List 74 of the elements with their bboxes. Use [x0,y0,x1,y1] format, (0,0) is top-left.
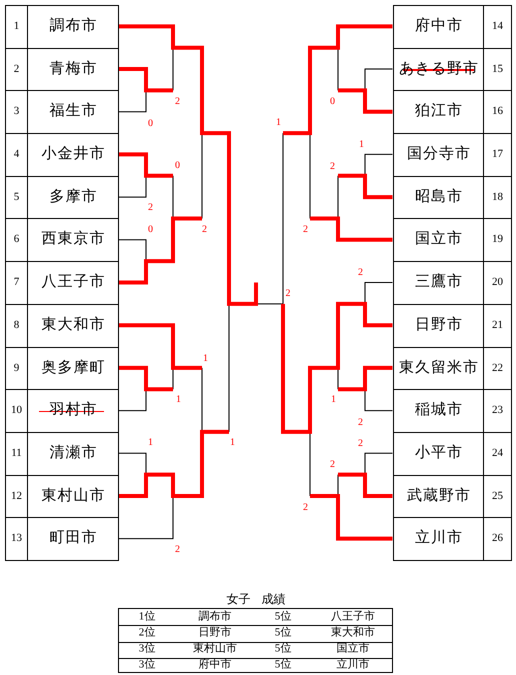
bracket-line [281,302,392,434]
team-name-text: 立川市 [336,660,370,670]
team-name-cell: 調布市 [27,5,118,49]
rank-text: 2位 [138,628,156,638]
score-label: 0 [175,161,180,171]
rank-text: 5位 [274,611,292,622]
score-label: 2 [303,225,308,235]
team-name-text: 調布市 [198,611,232,622]
bracket-line [118,495,174,540]
bracket-line [310,494,392,541]
bracket-line [364,388,393,412]
bracket-line [118,67,173,92]
bracket-line [118,452,146,476]
score-label: 2 [148,203,153,213]
score-label: 1 [176,395,181,405]
bracket-line [364,452,393,476]
rank-text: 3位 [138,644,156,654]
score-label: 0 [148,225,153,235]
rank-text: 1位 [138,611,156,622]
score-label: 2 [330,162,335,172]
bracket-line [364,282,393,304]
score-label: 2 [330,460,335,470]
bracket-line [118,90,146,112]
bracket-line [118,24,258,306]
score-label: 1 [331,395,336,405]
bracket-line [118,366,173,392]
rank-text: 5位 [274,628,292,638]
team-name-text: 国立市 [336,644,370,654]
score-label: 1 [359,140,364,150]
seed-number-cell: 26 [483,517,512,561]
team-name-text: 府中市 [198,660,232,670]
score-label: 2 [358,418,363,428]
score-label: 0 [330,97,335,107]
bracket-line [118,388,146,412]
score-label: 0 [148,119,153,129]
rank-text: 5位 [274,660,292,670]
bracket-line [310,216,392,242]
bracket-line [118,175,146,198]
team-name-cell: 府中市 [392,5,484,49]
bracket-line [338,88,392,114]
team-name-text: 八王子市 [331,611,375,622]
score-label: 2 [175,97,180,107]
bracket-line [118,239,146,262]
bracket-line [338,174,392,200]
score-label: 1 [230,438,235,448]
bracket-line [118,323,202,370]
team-name-cell: 立川市 [392,517,484,561]
bracket-line [364,68,393,91]
score-label: 1 [148,438,153,448]
rank-text: 3位 [138,660,156,670]
seed-number-cell: 14 [483,5,512,49]
seed-number-cell: 13 [5,517,28,561]
bracket-line [283,24,392,136]
team-name-text: 日野市 [198,628,232,638]
bracket-line [364,154,393,176]
score-label: 2 [175,545,180,555]
team-name-text: 東村山市 [193,644,237,654]
bracket-line [118,152,173,178]
score-label: 2 [202,225,207,235]
score-label: 2 [358,268,363,278]
bracket-line [338,472,392,498]
team-name-cell: 町田市 [27,517,118,561]
results-title: 女子 成績 [226,592,286,604]
bracket-line [118,430,229,498]
score-label: 1 [203,354,208,364]
rank-text: 5位 [274,644,292,654]
score-label: 2 [358,439,363,449]
team-name-text: 東大和市 [331,628,375,638]
bracket-line [338,366,392,392]
score-label: 2 [286,289,290,299]
seed-number-cell: 1 [5,5,28,49]
score-label: 1 [276,118,281,128]
bracket-line [118,216,202,284]
score-label: 2 [303,503,308,513]
